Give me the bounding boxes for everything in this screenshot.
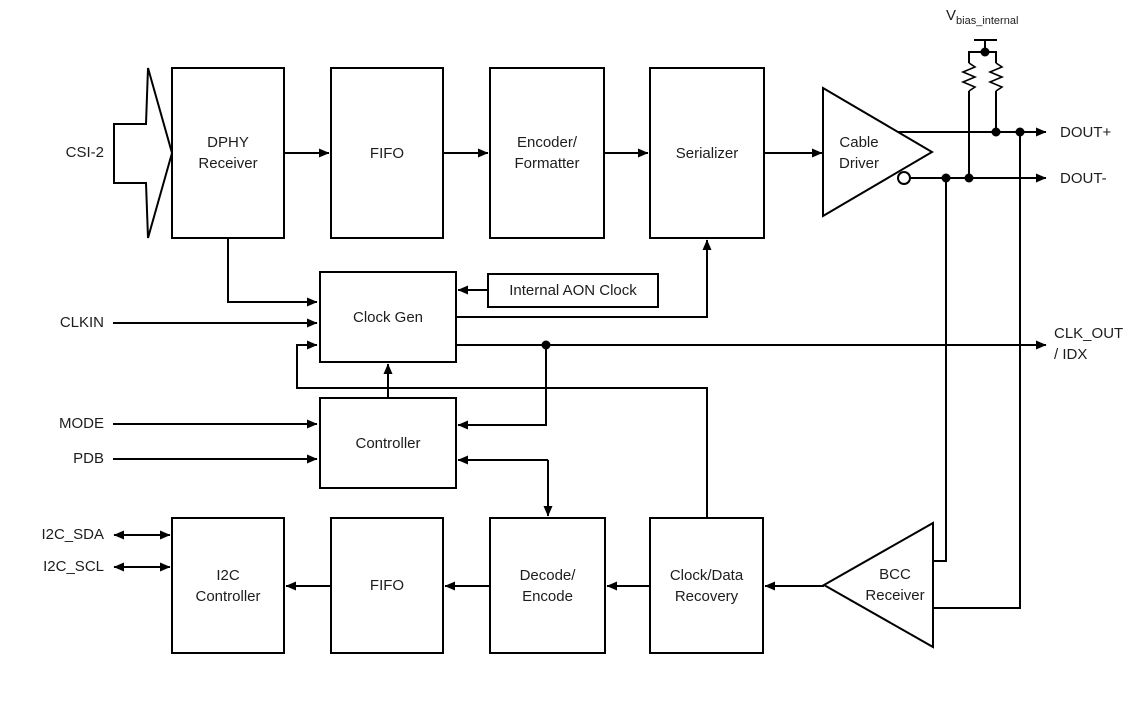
label-csi2: CSI-2 <box>65 144 104 161</box>
label-clk-out: CLK_OUT / IDX <box>1054 323 1123 365</box>
block-encoder-formatter: Encoder/ Formatter <box>489 67 605 239</box>
block-label: Clock/Data <box>669 566 744 584</box>
block-fifo-bottom: FIFO <box>330 517 444 654</box>
block-label: Clock Gen <box>352 308 424 326</box>
block-label: Serializer <box>675 144 739 162</box>
junction-dot <box>980 47 990 57</box>
block-label: I2C <box>216 566 240 584</box>
junction-dot <box>541 340 551 350</box>
block-label: Encode <box>522 587 573 605</box>
block-label: FIFO <box>369 577 405 594</box>
junction-dot <box>941 173 951 183</box>
junction-dot <box>1015 127 1025 137</box>
block-clock-data-recovery: Clock/Data Recovery <box>649 517 764 654</box>
block-label: Cable <box>839 134 879 151</box>
junction-dot <box>991 127 1001 137</box>
block-label: DPHY <box>207 134 249 151</box>
label-clk-out-line2: / IDX <box>1054 346 1088 363</box>
block-label: Recovery <box>674 587 739 605</box>
junction-dots <box>541 47 1025 350</box>
csi2-block-arrow <box>113 67 174 239</box>
block-label: Driver <box>839 155 879 172</box>
block-label: Receiver <box>865 587 925 604</box>
wire-doutplus-to-bcc <box>934 132 1021 609</box>
label-i2c-sda: I2C_SDA <box>41 526 104 543</box>
label-vbias-sub: bias_internal <box>956 15 1019 27</box>
block-i2c-controller: I2C Controller <box>171 517 285 654</box>
label-dout-minus: DOUT- <box>1060 170 1107 187</box>
junction-dot <box>964 173 974 183</box>
block-clock-gen: Clock Gen <box>319 271 457 363</box>
wire-clockgen-to-serializer <box>457 239 712 318</box>
label-i2c-scl: I2C_SCL <box>43 558 104 575</box>
cable-driver-triangle <box>822 86 934 218</box>
label-mode: MODE <box>59 415 104 432</box>
block-label: Internal AON Clock <box>509 282 637 299</box>
resistor-right-icon <box>987 62 1005 92</box>
label-vbias-internal: Vbias_internal <box>946 8 1018 29</box>
block-label: Formatter <box>514 155 580 172</box>
block-label: FIFO <box>369 144 405 162</box>
signal-wires <box>113 39 1047 609</box>
block-label: Controller <box>195 587 261 605</box>
label-vbias-v: V <box>946 7 957 24</box>
block-label: BCC <box>879 566 911 583</box>
block-fifo-top: FIFO <box>330 67 444 239</box>
resistor-left-icon <box>960 62 978 92</box>
wire-dphy-to-clockgen <box>227 239 318 307</box>
block-controller: Controller <box>319 397 457 489</box>
block-label: Encoder/ <box>516 134 578 151</box>
diagram-shapes <box>113 67 934 649</box>
inversion-bubble <box>897 171 911 185</box>
block-label: Decode/ <box>519 566 576 584</box>
bcc-receiver-triangle <box>821 521 934 649</box>
block-label: Controller <box>355 434 421 452</box>
wire-clk-to-controller <box>457 345 547 430</box>
cable-driver-label: Cable Driver <box>823 122 895 184</box>
block-label: Receiver <box>198 155 258 172</box>
block-serializer: Serializer <box>649 67 765 239</box>
label-dout-plus: DOUT+ <box>1060 124 1112 141</box>
label-clkin: CLKIN <box>59 314 104 331</box>
block-dphy-receiver: DPHY Receiver <box>171 67 285 239</box>
wire-doutminus-to-bcc <box>934 178 947 562</box>
block-decode-encode: Decode/ Encode <box>489 517 606 654</box>
vbias-left-leg <box>968 51 985 63</box>
wire-cdr-to-clockgen <box>296 340 708 517</box>
bcc-receiver-label: BCC Receiver <box>853 554 937 616</box>
block-internal-aon-clock: Internal AON Clock <box>487 273 659 308</box>
label-clk-out-line1: CLK_OUT <box>1054 325 1124 342</box>
label-pdb: PDB <box>73 450 104 467</box>
